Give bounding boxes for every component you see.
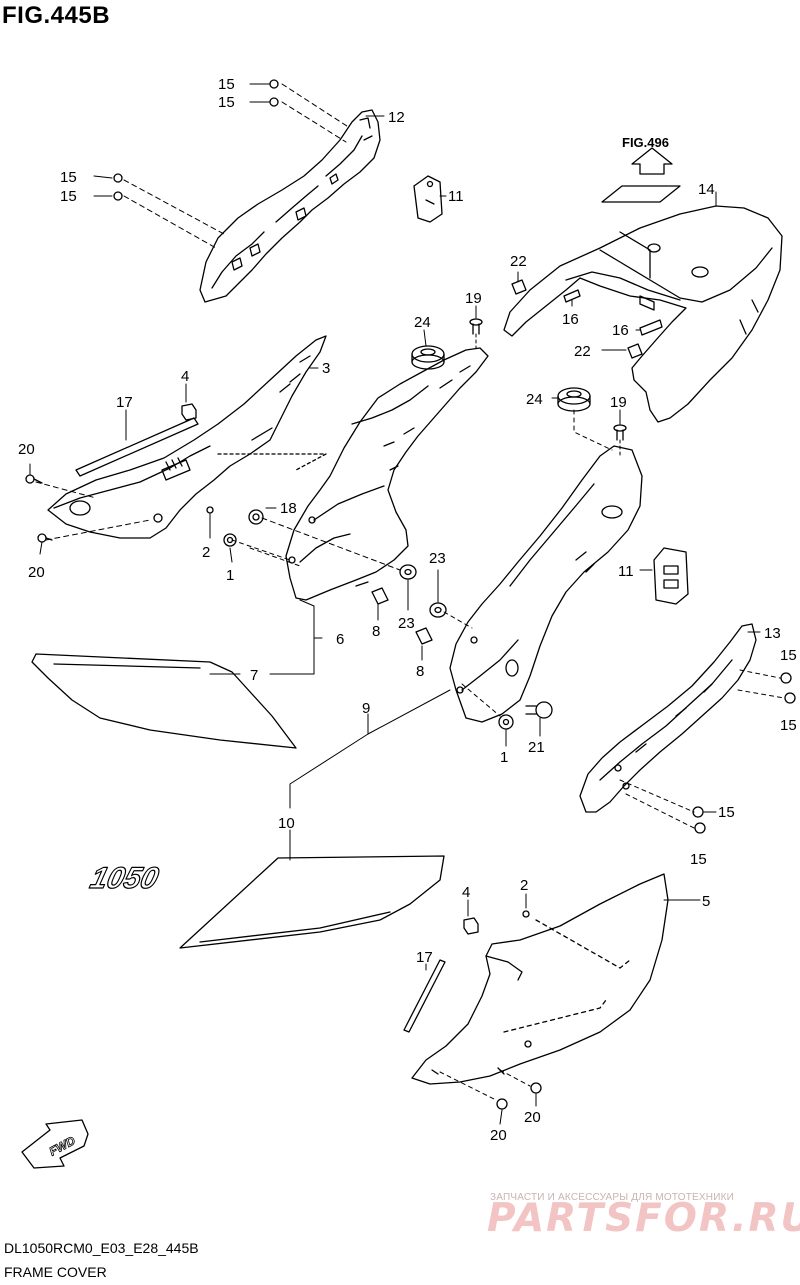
callout-2: 2: [520, 877, 528, 894]
part-17-strip-lower: [403, 959, 446, 1033]
callout-5: 5: [702, 893, 710, 910]
fwd-arrow-badge: [21, 1119, 89, 1169]
part-17-strip-left: [75, 417, 199, 477]
callout-2: 2: [202, 544, 210, 561]
part-3-side-cover-left: [47, 335, 327, 539]
reference-sheet: [601, 185, 681, 203]
callout-20: 20: [18, 441, 35, 458]
callout-17: 17: [116, 394, 133, 411]
callout-numbers: 15 15 12 15 15 11 14 22 16 16 22 24 19 3…: [18, 76, 797, 1144]
decal-7: [31, 653, 297, 749]
callout-3: 3: [322, 360, 330, 377]
callout-8: 8: [372, 623, 380, 640]
callout-14: 14: [698, 181, 715, 198]
callout-17: 17: [416, 949, 433, 966]
callout-16: 16: [612, 322, 629, 339]
diagram-caption: FRAME COVER: [4, 1264, 107, 1280]
part-5-side-cover-lower: [411, 873, 669, 1085]
up-arrow-icon: [631, 147, 673, 175]
callout-24: 24: [414, 314, 431, 331]
callout-20: 20: [28, 564, 45, 581]
callout-15: 15: [690, 851, 707, 868]
callout-15: 15: [218, 76, 235, 93]
part-24-grommet-lower: [557, 387, 591, 412]
part-11-pad-lower: [653, 547, 689, 605]
callout-13: 13: [764, 625, 781, 642]
pin-a: [355, 581, 369, 587]
part-1-collar-right: [498, 714, 514, 730]
fwd-label: FWD: [47, 1133, 78, 1158]
callout-22: 22: [510, 253, 527, 270]
part-16-tape-a: [563, 289, 581, 303]
part-19-screw-lower: [613, 424, 627, 441]
callout-16: 16: [562, 311, 579, 328]
callout-15: 15: [718, 804, 735, 821]
part-21-bolt: [525, 701, 553, 719]
leader-lines: [29, 83, 785, 1125]
part-4-block-lower: [463, 917, 479, 935]
callout-10: 10: [278, 815, 295, 832]
callout-19: 19: [465, 290, 482, 307]
part-4-block-left: [181, 403, 197, 421]
callout-20: 20: [490, 1127, 507, 1144]
callout-12: 12: [388, 109, 405, 126]
part-19-screw-upper: [469, 318, 483, 335]
part-23-washer-b: [429, 602, 447, 618]
callout-15: 15: [60, 188, 77, 205]
callout-11: 11: [448, 188, 464, 205]
callout-19: 19: [610, 394, 627, 411]
part-16-tape-b: [639, 319, 663, 336]
part-6-frame-cover: [285, 347, 489, 601]
reference-label: FIG.496: [622, 135, 669, 150]
callout-23: 23: [429, 550, 446, 567]
callout-20: 20: [524, 1109, 541, 1126]
part-13-bracket: [579, 623, 757, 813]
part-2-nut-lower: [522, 910, 530, 918]
callout-8: 8: [416, 663, 424, 680]
callout-6: 6: [336, 631, 344, 648]
watermark-logo: PARTSFOR.RU: [487, 1196, 800, 1241]
fasteners-20-lower: [496, 1082, 542, 1110]
part-14-tail-cover: [503, 205, 783, 423]
callout-4: 4: [462, 884, 470, 901]
part-22-clip-a: [511, 279, 527, 295]
callout-23: 23: [398, 615, 415, 632]
part-9-frame-cover: [449, 445, 643, 723]
callout-15: 15: [60, 169, 77, 186]
watermark-tagline: ЗАПЧАСТИ И АКСЕССУАРЫ ДЛЯ МОТОТЕХНИКИ: [490, 1192, 735, 1203]
decal-10-text: 1050: [87, 861, 162, 894]
callout-18: 18: [280, 500, 297, 517]
callout-1: 1: [500, 749, 508, 766]
fasteners-15-right: [113, 79, 796, 834]
fasteners-left: [25, 474, 264, 547]
callout-15: 15: [218, 94, 235, 111]
part-23-washer-a: [399, 564, 417, 580]
callout-9: 9: [362, 700, 370, 717]
part-11-pad-upper: [413, 175, 443, 223]
callout-15: 15: [780, 647, 797, 664]
callout-21: 21: [528, 739, 545, 756]
callout-7: 7: [250, 667, 258, 684]
callout-4: 4: [181, 368, 189, 385]
part-8-spacer-a: [371, 587, 389, 605]
callout-22: 22: [574, 343, 591, 360]
callout-24: 24: [526, 391, 543, 408]
diagram-code: DL1050RCM0_E03_E28_445B: [4, 1240, 199, 1256]
callout-1: 1: [226, 567, 234, 584]
callout-11: 11: [618, 563, 634, 580]
figure-title: FIG.445B: [2, 2, 111, 29]
part-12-bracket: [199, 109, 381, 303]
decal-10: [179, 855, 445, 949]
part-22-clip-b: [627, 343, 643, 359]
callout-15: 15: [780, 717, 797, 734]
part-24-grommet-upper: [411, 345, 445, 370]
part-8-spacer-b: [415, 627, 433, 645]
